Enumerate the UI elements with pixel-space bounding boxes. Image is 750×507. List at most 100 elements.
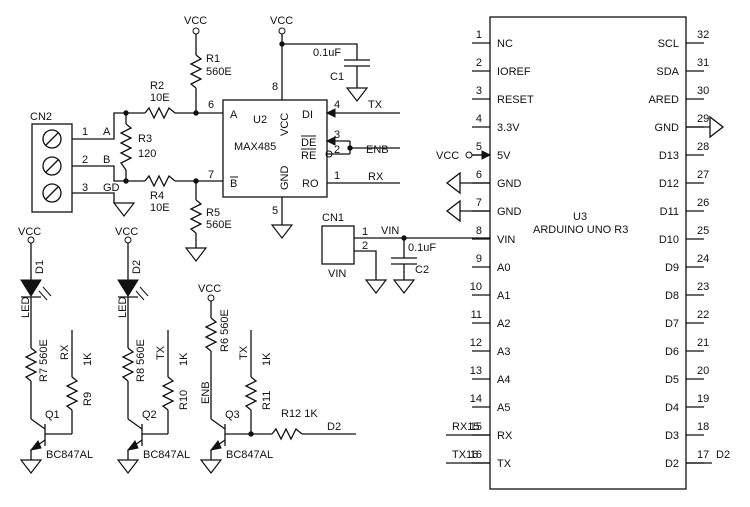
resistor-r10: TX 1K R10 bbox=[155, 330, 190, 434]
u3-power-wiring: VCC RX15 TX16 D2 bbox=[436, 115, 730, 464]
u3-pin-name: D2 bbox=[665, 458, 679, 470]
r9-value: 1K bbox=[82, 352, 94, 366]
u3-pin-number: 4 bbox=[476, 113, 482, 125]
u3-pin-name: D11 bbox=[660, 206, 679, 218]
vcc-terminal-r1 bbox=[192, 27, 200, 35]
ground-symbol-c1 bbox=[346, 87, 368, 102]
u3-pin-name: IOREF bbox=[497, 66, 531, 78]
u3-pin-number: 1 bbox=[476, 29, 482, 41]
q1-part: BC847AL bbox=[46, 449, 93, 461]
resistor-r5: R5 560E bbox=[189, 181, 232, 248]
r10-value: 1K bbox=[178, 352, 190, 366]
u3-pin-number: 32 bbox=[697, 29, 709, 41]
u3-pin-name: 3.3V bbox=[497, 122, 520, 134]
u3-part: ARDUINO UNO R3 bbox=[533, 224, 628, 236]
u2-pin-di: DI bbox=[302, 109, 313, 121]
ground-symbol-q2 bbox=[117, 459, 139, 474]
q3-part: BC847AL bbox=[226, 449, 273, 461]
r7-label: R7 560E bbox=[38, 339, 50, 382]
c1-value: 0.1uF bbox=[313, 47, 341, 59]
vcc-label-d2: VCC bbox=[115, 226, 138, 238]
u3-pin-number: 5 bbox=[476, 141, 482, 153]
ground-symbol-cn1 bbox=[365, 279, 387, 294]
u3-pin-number: 2 bbox=[476, 57, 482, 69]
vcc-terminal-u2 bbox=[278, 27, 286, 35]
net-label-a: A bbox=[103, 126, 111, 138]
net-label-tx-q3: TX bbox=[238, 345, 250, 360]
ground-symbol-q1 bbox=[20, 459, 42, 474]
arduino-uno-module: U3 ARDUINO UNO R3 1NC2IOREF3RESET43.3V55… bbox=[470, 16, 710, 490]
u3-pin-name: A5 bbox=[497, 402, 510, 414]
cn2-connector: CN2 1 2 3 A B GD bbox=[30, 111, 120, 213]
u3-pin-name: ARED bbox=[648, 94, 679, 106]
u3-pin-name: A1 bbox=[497, 290, 510, 302]
u3-pin-number: 15 bbox=[470, 421, 482, 433]
resistor-r12: R12 1K D2 bbox=[248, 408, 356, 441]
u2-pin-gnd: GND bbox=[279, 166, 291, 191]
net-label-tx-u2: TX bbox=[368, 99, 383, 111]
u3-pin-number: 3 bbox=[476, 85, 482, 97]
u3-pin-9: 9A0 bbox=[472, 253, 510, 274]
u3-pin-name: D4 bbox=[665, 402, 679, 414]
r4-ref: R4 bbox=[150, 190, 164, 202]
resistor-r4: R4 10E bbox=[144, 174, 176, 214]
u3-pin-number: 10 bbox=[470, 281, 482, 293]
net-label-enb-u2: ENB bbox=[366, 144, 389, 156]
d2-ref: D2 bbox=[131, 260, 143, 274]
u3-pin-number: 27 bbox=[697, 169, 709, 181]
u3-pin-name: A3 bbox=[497, 346, 510, 358]
r10-ref: R10 bbox=[178, 390, 190, 410]
u3-pin-number: 29 bbox=[697, 113, 709, 125]
ground-symbol-q3 bbox=[200, 459, 222, 474]
r1-ref: R1 bbox=[206, 53, 220, 65]
u3-pin-number: 13 bbox=[470, 365, 482, 377]
u3-pin-name: D12 bbox=[659, 178, 679, 190]
u3-pin-name: NC bbox=[497, 38, 513, 50]
r9-ref: R9 bbox=[82, 392, 94, 406]
r3-value: 120 bbox=[138, 148, 156, 160]
resistor-r2: R2 10E bbox=[144, 80, 176, 120]
r5-value: 560E bbox=[206, 219, 232, 231]
u3-pin-number: 8 bbox=[476, 225, 482, 237]
u2-pin-vcc: VCC bbox=[279, 113, 291, 136]
net-label-vin: VIN bbox=[381, 225, 399, 237]
c1-ref: C1 bbox=[330, 71, 344, 83]
u3-pin-name: A4 bbox=[497, 374, 510, 386]
max485-chip: 6 7 A B U2 MAX485 VCC GND DI DE RE RO 8 … bbox=[208, 81, 340, 217]
u3-pin-name: D5 bbox=[665, 374, 679, 386]
cn2-ref: CN2 bbox=[30, 111, 52, 123]
enb-driver: VCC R6 560E ENB TX 1K R11 R12 1K D2 Q3 B… bbox=[198, 283, 356, 461]
u2-pin-ro: RO bbox=[302, 178, 319, 190]
r5-ref: R5 bbox=[206, 207, 220, 219]
u3-pin-name: TX bbox=[497, 458, 512, 470]
r11-ref: R11 bbox=[261, 391, 273, 410]
r6-label: R6 560E bbox=[219, 309, 231, 352]
d1-type: LED bbox=[20, 297, 32, 318]
u3-pin-number: 19 bbox=[697, 393, 709, 405]
u2-signal-wiring: TX ENB RX bbox=[325, 99, 400, 184]
d2-type: LED bbox=[117, 297, 129, 318]
vcc-label-d1: VCC bbox=[18, 226, 41, 238]
u2-pin-gnd-num: 5 bbox=[272, 205, 278, 217]
r8-label: R8 560E bbox=[135, 339, 147, 382]
u3-pin-name: D6 bbox=[665, 346, 679, 358]
terminal-screw-3 bbox=[42, 183, 62, 203]
capacitor-c1: 0.1uF C1 bbox=[313, 47, 370, 88]
u2-pin-a: A bbox=[230, 109, 238, 121]
cn2-pin-1: 1 bbox=[82, 126, 88, 138]
net-label-d2-u3: D2 bbox=[716, 449, 730, 461]
u3-pin-number: 30 bbox=[697, 85, 709, 97]
